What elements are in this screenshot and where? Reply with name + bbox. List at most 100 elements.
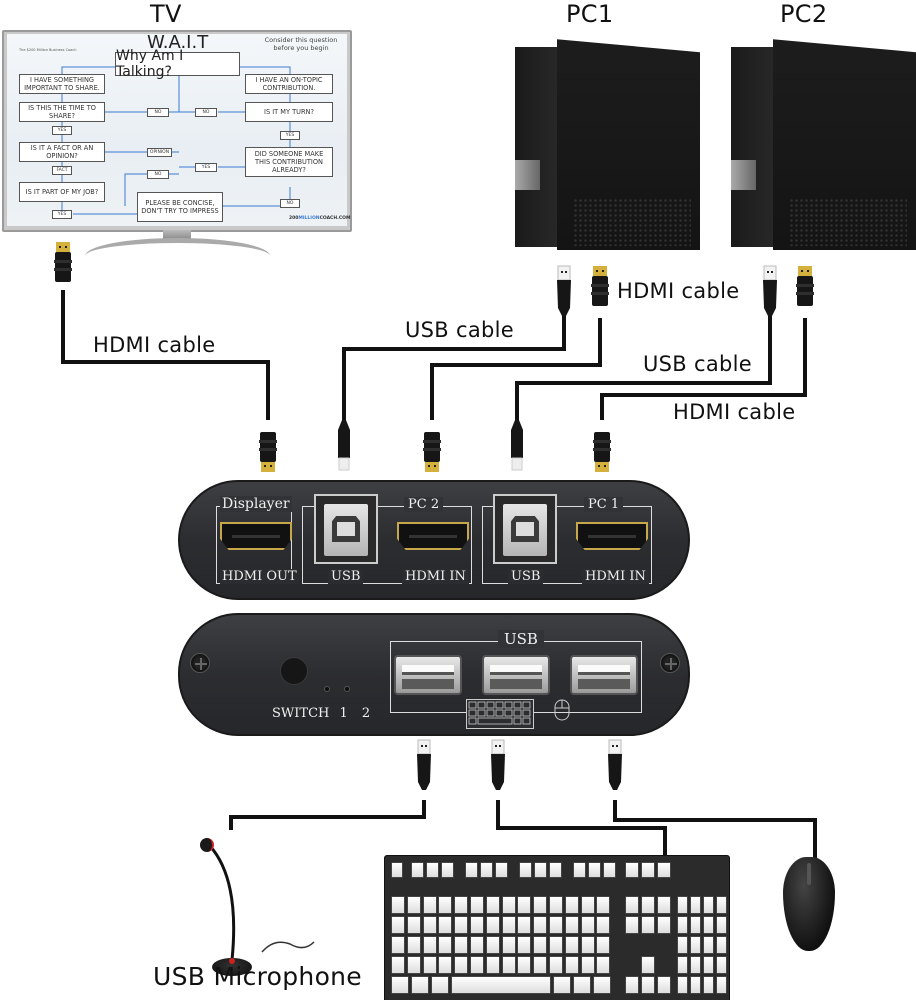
pc-accent [731, 160, 756, 190]
keyboard-key [465, 862, 478, 878]
usb-b-shell [324, 504, 368, 556]
switch-text: SWITCH [272, 706, 330, 721]
switch-button[interactable] [280, 657, 308, 685]
pc-vent [789, 198, 907, 246]
flowchart-tag-opinion: OPINION [147, 148, 172, 157]
keyboard-key [677, 916, 688, 934]
keyboard-key [501, 936, 516, 954]
usb-b-core [337, 522, 355, 536]
pc-accent [515, 160, 540, 190]
keyboard-key [406, 936, 421, 954]
keyboard-key [625, 862, 639, 878]
flowchart-box-concise: PLEASE BE CONCISE, DON'T TRY TO IMPRESS [137, 192, 223, 222]
keyboard-key [677, 956, 688, 974]
keyboard-key [485, 956, 500, 974]
flowchart-tag-fact: FACT [52, 166, 72, 175]
keyboard-key [716, 956, 727, 974]
keyboard-key [422, 916, 437, 934]
usb-b-plug-icon [510, 419, 524, 471]
keyboard-key [588, 862, 601, 878]
tv-stand [85, 238, 270, 256]
url-part: 200 [289, 216, 299, 221]
pc-front-panel [731, 47, 781, 247]
pc-front-panel [515, 47, 565, 247]
usb-a-cavity [578, 679, 630, 689]
keyboard-key [422, 956, 437, 974]
led-2-indicator [344, 686, 350, 692]
keyboard-key [485, 936, 500, 954]
flowchart-box-turn: IS IT MY TURN? [245, 102, 333, 122]
kvm-back-panel: Displayer HDMI OUT PC 2 USB HDMI IN PC 1… [178, 480, 690, 600]
keyboard-key [431, 976, 449, 994]
usb-b-core [516, 522, 534, 536]
keyboard-key [716, 936, 727, 954]
pc2-usb-b-port[interactable] [314, 494, 378, 564]
keyboard-key [716, 976, 727, 994]
pc1-usb-b-port[interactable] [493, 494, 557, 564]
keyboard-key [485, 896, 500, 914]
keyboard-key [603, 862, 616, 878]
url-part: COACH.COM [319, 216, 351, 221]
cable-mic-usb [229, 800, 426, 830]
hdmi-plug-icon [593, 432, 611, 472]
flowchart-box-important: I HAVE SOMETHING IMPORTANT TO SHARE. [19, 74, 105, 94]
keyboard-key [573, 976, 591, 994]
keyboard-key [454, 956, 469, 974]
keyboard-key [533, 896, 548, 914]
flowchart-box-job: IS IT PART OF MY JOB? [19, 182, 105, 202]
usb-a-port-3[interactable] [570, 655, 638, 695]
keyboard-key [517, 896, 532, 914]
usb-plug-icon [762, 265, 778, 317]
flowchart-tag-no: NO [280, 199, 300, 208]
usb-b-shell [503, 504, 547, 556]
label-tv-hdmi-cable: HDMI cable [93, 333, 216, 357]
keyboard-key [391, 916, 405, 934]
keyboard-key [411, 862, 424, 878]
pc1-hdmi-in-port[interactable] [576, 522, 648, 550]
flowchart-box-time: IS THIS THE TIME TO SHARE? [19, 102, 105, 122]
keyboard-key [501, 956, 516, 974]
hdmi-plug-icon [54, 242, 72, 282]
flowchart-tag-yes: YES [52, 126, 72, 135]
keyboard-key [641, 976, 655, 994]
keyboard-key [564, 936, 579, 954]
usb-a-port-2[interactable] [482, 655, 550, 695]
mic-cord [261, 941, 315, 953]
keyboard-key [480, 862, 493, 878]
keyboard-key [495, 862, 508, 878]
usb-hub-label: USB [498, 630, 544, 648]
keyboard-key [451, 976, 551, 994]
usb-plug-icon [607, 739, 623, 791]
keyboard-key [534, 862, 547, 878]
keyboard-key [517, 916, 532, 934]
keyboard-key [411, 976, 429, 994]
hdmi-out-port[interactable] [220, 522, 292, 550]
pc1-port-label: PC 1 [584, 497, 624, 512]
keyboard-key [625, 976, 639, 994]
keyboard-key [422, 936, 437, 954]
screw-icon [190, 653, 210, 673]
pc1-label: PC1 [566, 0, 614, 28]
keyboard-key [625, 896, 639, 914]
keyboard-key [391, 896, 405, 914]
keyboard-key [580, 916, 595, 934]
keyboard-key [703, 916, 714, 934]
keyboard-key [657, 862, 671, 878]
pc2-label: PC2 [780, 0, 828, 28]
flowchart-box-ontopic: I HAVE AN ON-TOPIC CONTRIBUTION. [245, 74, 333, 94]
usb-b-plug-icon [337, 419, 351, 471]
label-pc1-hdmi-cable: HDMI cable [617, 279, 740, 303]
pc2-port-label: PC 2 [404, 497, 444, 512]
usb-a-port-1[interactable] [394, 655, 462, 695]
keyboard-key [573, 862, 586, 878]
label-pc1-usb-cable: USB cable [405, 318, 514, 342]
keyboard-key [703, 956, 714, 974]
keyboard-key [703, 936, 714, 954]
keyboard-key [406, 896, 421, 914]
keyboard-key [564, 956, 579, 974]
tv-label: TV [150, 0, 182, 28]
pc2-hdmi-in-port[interactable] [397, 522, 469, 550]
hdmi-plug-icon [591, 266, 609, 306]
pc2-usb-label: USB [328, 569, 364, 584]
usb-a-cavity [402, 679, 454, 689]
